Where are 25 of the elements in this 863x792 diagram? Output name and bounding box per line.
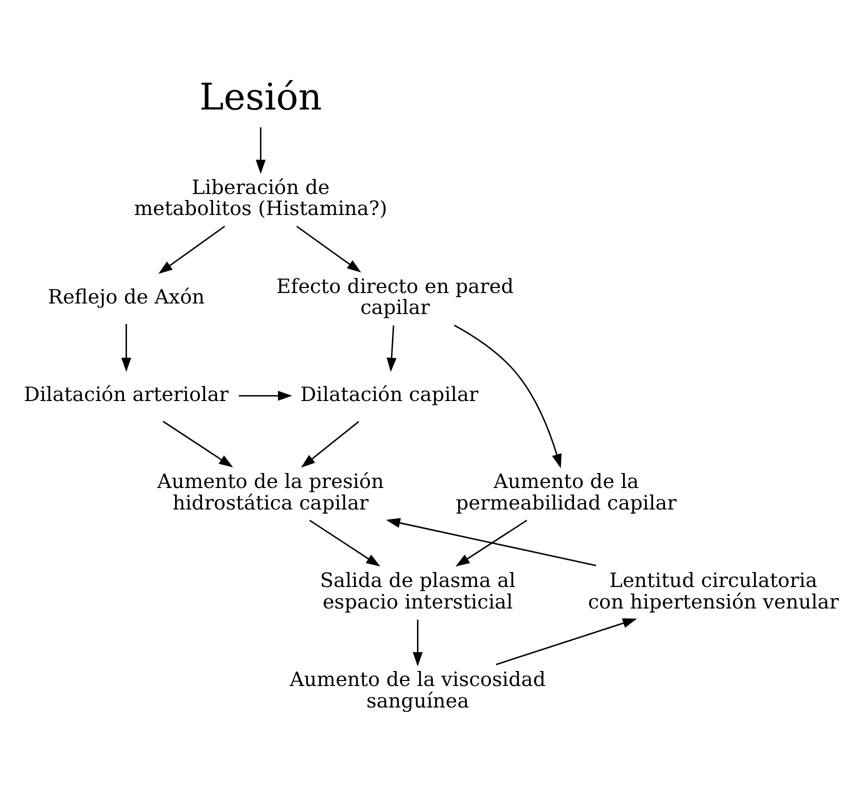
- node-text: Reflejo de Axón: [48, 284, 205, 308]
- node-text: Aumento de la viscosidad sanguínea: [290, 668, 546, 712]
- arrow: [386, 518, 596, 566]
- arrow: [256, 126, 266, 174]
- node-text: Aumento de la presión hidrostática capilar: [157, 470, 384, 514]
- node-text: Lentitud circulatoria con hipertensión venular: [588, 568, 839, 613]
- arrow: [121, 324, 132, 372]
- node-text: Liberación de metabolitos (Histamina?): [134, 175, 388, 220]
- node-text: Dilatación arteriolar: [24, 382, 229, 406]
- arrow: [496, 618, 637, 665]
- arrow: [386, 324, 397, 372]
- arrow: [301, 420, 360, 468]
- arrow: [238, 390, 292, 400]
- node-text: Efecto directo en pared capilar: [276, 274, 514, 319]
- arrow: [456, 519, 528, 566]
- node-text: Salida de plasma al espacio intersticial: [320, 568, 516, 613]
- arrow: [158, 225, 226, 274]
- arrow: [309, 519, 380, 566]
- arrow: [162, 420, 234, 467]
- node-text: Aumento de la permeabilidad capilar: [456, 470, 677, 514]
- arrow: [296, 225, 362, 272]
- node-text: Lesión: [199, 75, 322, 118]
- arrow: [412, 619, 423, 666]
- node-text: Dilatación capilar: [300, 382, 478, 406]
- arrow: [454, 324, 562, 468]
